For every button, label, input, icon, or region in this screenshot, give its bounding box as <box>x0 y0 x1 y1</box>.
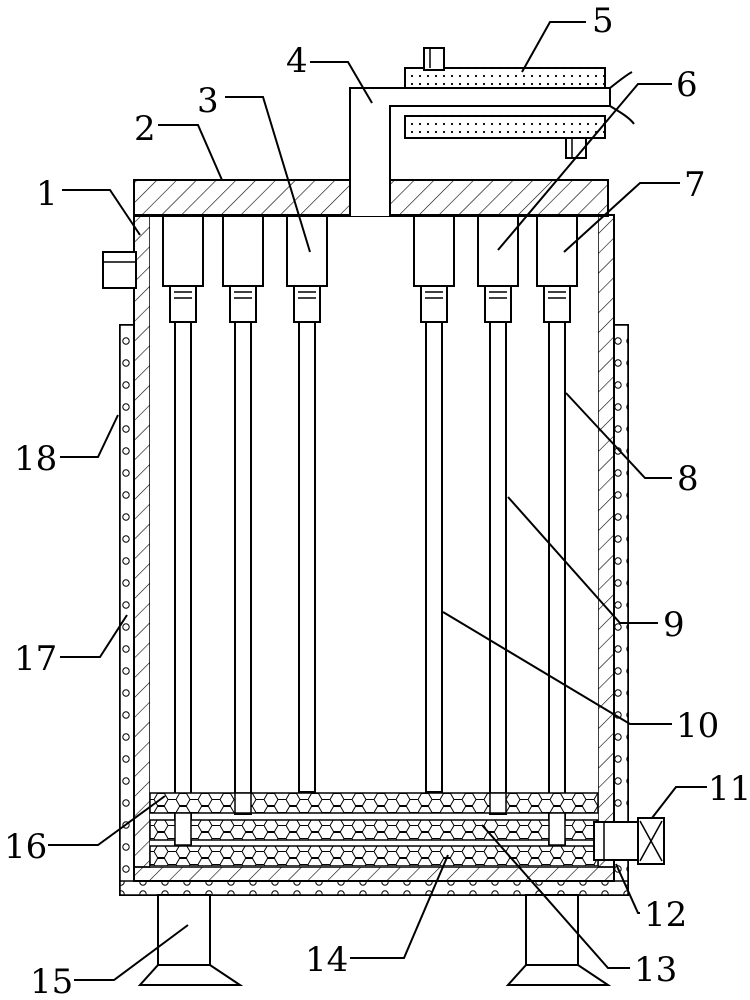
heat-exchanger <box>404 47 606 159</box>
label-18: 18 <box>14 439 57 479</box>
label-12: 12 <box>644 895 687 935</box>
tube-assembly-1 <box>162 215 204 845</box>
support-legs <box>137 894 612 986</box>
outer-jacket <box>119 324 629 896</box>
label-6: 6 <box>676 65 698 105</box>
part-labels: 1 2 3 4 5 6 7 8 9 10 11 12 13 14 15 16 1… <box>4 1 750 1000</box>
filter-bed <box>149 792 599 867</box>
label-1: 1 <box>36 174 58 214</box>
tube-assembly-6 <box>536 215 578 845</box>
label-9: 9 <box>663 605 685 645</box>
label-7: 7 <box>684 165 706 205</box>
tube-assembly-5 <box>477 215 519 815</box>
label-17: 17 <box>14 639 57 679</box>
label-8: 8 <box>677 459 699 499</box>
outlet-valve <box>593 817 665 865</box>
leader-lines <box>48 21 707 981</box>
tube-assembly-3 <box>286 215 328 793</box>
tube-assembly-2 <box>222 215 264 815</box>
label-11: 11 <box>708 769 750 809</box>
tank-wall <box>133 214 615 882</box>
label-3: 3 <box>197 81 219 121</box>
label-15: 15 <box>30 962 73 1000</box>
label-14: 14 <box>305 940 348 980</box>
side-inlet-nozzle <box>102 251 137 289</box>
label-2: 2 <box>134 109 156 149</box>
label-13: 13 <box>634 950 677 990</box>
tube-assembly-4 <box>413 215 455 793</box>
label-10: 10 <box>676 706 719 746</box>
label-4: 4 <box>286 41 308 81</box>
label-16: 16 <box>4 827 47 867</box>
header-pipe <box>349 71 635 216</box>
label-5: 5 <box>592 1 614 41</box>
